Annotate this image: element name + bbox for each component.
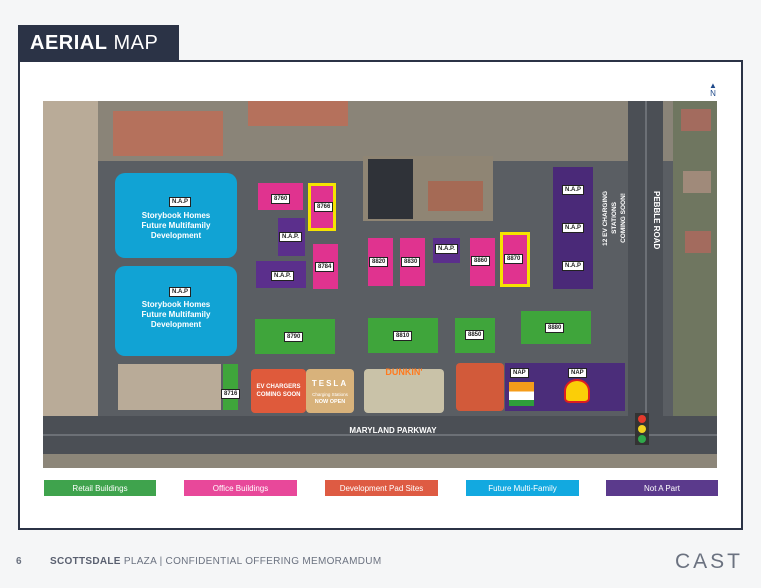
- roof-tile: [248, 101, 348, 126]
- building-label: 8860: [471, 256, 491, 266]
- legend-office: Office Buildings: [184, 480, 297, 496]
- house-roof: [681, 109, 711, 131]
- dark-lot: [368, 159, 413, 219]
- pebble-road-label: PEBBLE ROAD: [652, 191, 661, 250]
- dunkin-logo: DUNKIN': [385, 367, 423, 377]
- legend-not-a-part: Not A Part: [606, 480, 718, 496]
- church-roof: [428, 181, 483, 211]
- pad-tesla: [306, 369, 354, 413]
- retail-8716: [223, 364, 238, 410]
- shell-logo-icon: [564, 379, 590, 403]
- pad-dunkin: [364, 369, 444, 413]
- vacant-lot: [118, 364, 221, 410]
- building-label: 8820: [369, 257, 389, 267]
- building-label: 8790: [284, 332, 304, 342]
- nap-tag: N.A.P: [562, 185, 585, 195]
- tesla-sub: Charging Stations: [312, 392, 348, 397]
- nap-tag: N.A.P: [169, 287, 192, 297]
- footer-title: SCOTTSDALE PLAZA | CONFIDENTIAL OFFERING…: [50, 556, 382, 567]
- future-multifamily-lot-2: [115, 266, 237, 356]
- future-multifamily-lot-1: [115, 173, 237, 258]
- nap-tag: N.A.P.: [271, 271, 294, 281]
- building-label: 8784: [315, 262, 335, 272]
- building-label: 8850: [465, 330, 485, 340]
- roof-tile: [113, 111, 223, 156]
- maryland-parkway-label: MARYLAND PARKWAY: [349, 426, 437, 435]
- legend-retail: Retail Buildings: [44, 480, 156, 496]
- nap-tag: N.A.P: [169, 197, 192, 207]
- nap-tag: N.A.P.: [279, 232, 302, 242]
- title-light: MAP: [113, 31, 159, 54]
- tesla-label: TESLA: [311, 379, 349, 388]
- aerial-map: PEBBLE ROAD MARYLAND PARKWAY N.A.P Story…: [43, 101, 717, 468]
- nap-tag: NAP: [568, 368, 587, 378]
- nap-tag: N.A.P.: [435, 244, 458, 254]
- desert-lot-west: [43, 101, 98, 468]
- road-median: [645, 101, 647, 468]
- nap-tag: NAP: [510, 368, 529, 378]
- neighborhood-east: [673, 101, 717, 468]
- tesla-status: NOW OPEN: [314, 399, 346, 405]
- legend-multifamily: Future Multi-Family: [466, 480, 579, 496]
- building-label: 8870: [504, 254, 524, 264]
- building-label: 8766: [314, 202, 334, 212]
- green-valley-logo: [509, 382, 534, 406]
- neighborhood-south: [43, 454, 717, 468]
- legend-pad-sites: Development Pad Sites: [325, 480, 438, 496]
- house-roof: [685, 231, 711, 253]
- pad-ev-chargers: [251, 369, 306, 413]
- nap-tag: N.A.P: [562, 223, 585, 233]
- nap-tag: N.A.P: [562, 261, 585, 271]
- title-bold: AERIAL: [30, 31, 108, 54]
- road-median: [43, 434, 717, 436]
- building-label: 8830: [401, 257, 421, 267]
- building-label: 8810: [393, 331, 413, 341]
- traffic-light-icon: [635, 413, 649, 445]
- house-roof: [683, 171, 711, 193]
- page-number: 6: [16, 556, 22, 567]
- building-label: 8880: [545, 323, 565, 333]
- building-label: 8760: [271, 194, 291, 204]
- pad-site: [456, 363, 504, 411]
- building-label: 8716: [221, 389, 241, 399]
- north-arrow-icon: ▲N: [709, 81, 717, 98]
- page-title: AERIAL MAP: [18, 25, 179, 61]
- cast-logo: CAST: [674, 550, 743, 573]
